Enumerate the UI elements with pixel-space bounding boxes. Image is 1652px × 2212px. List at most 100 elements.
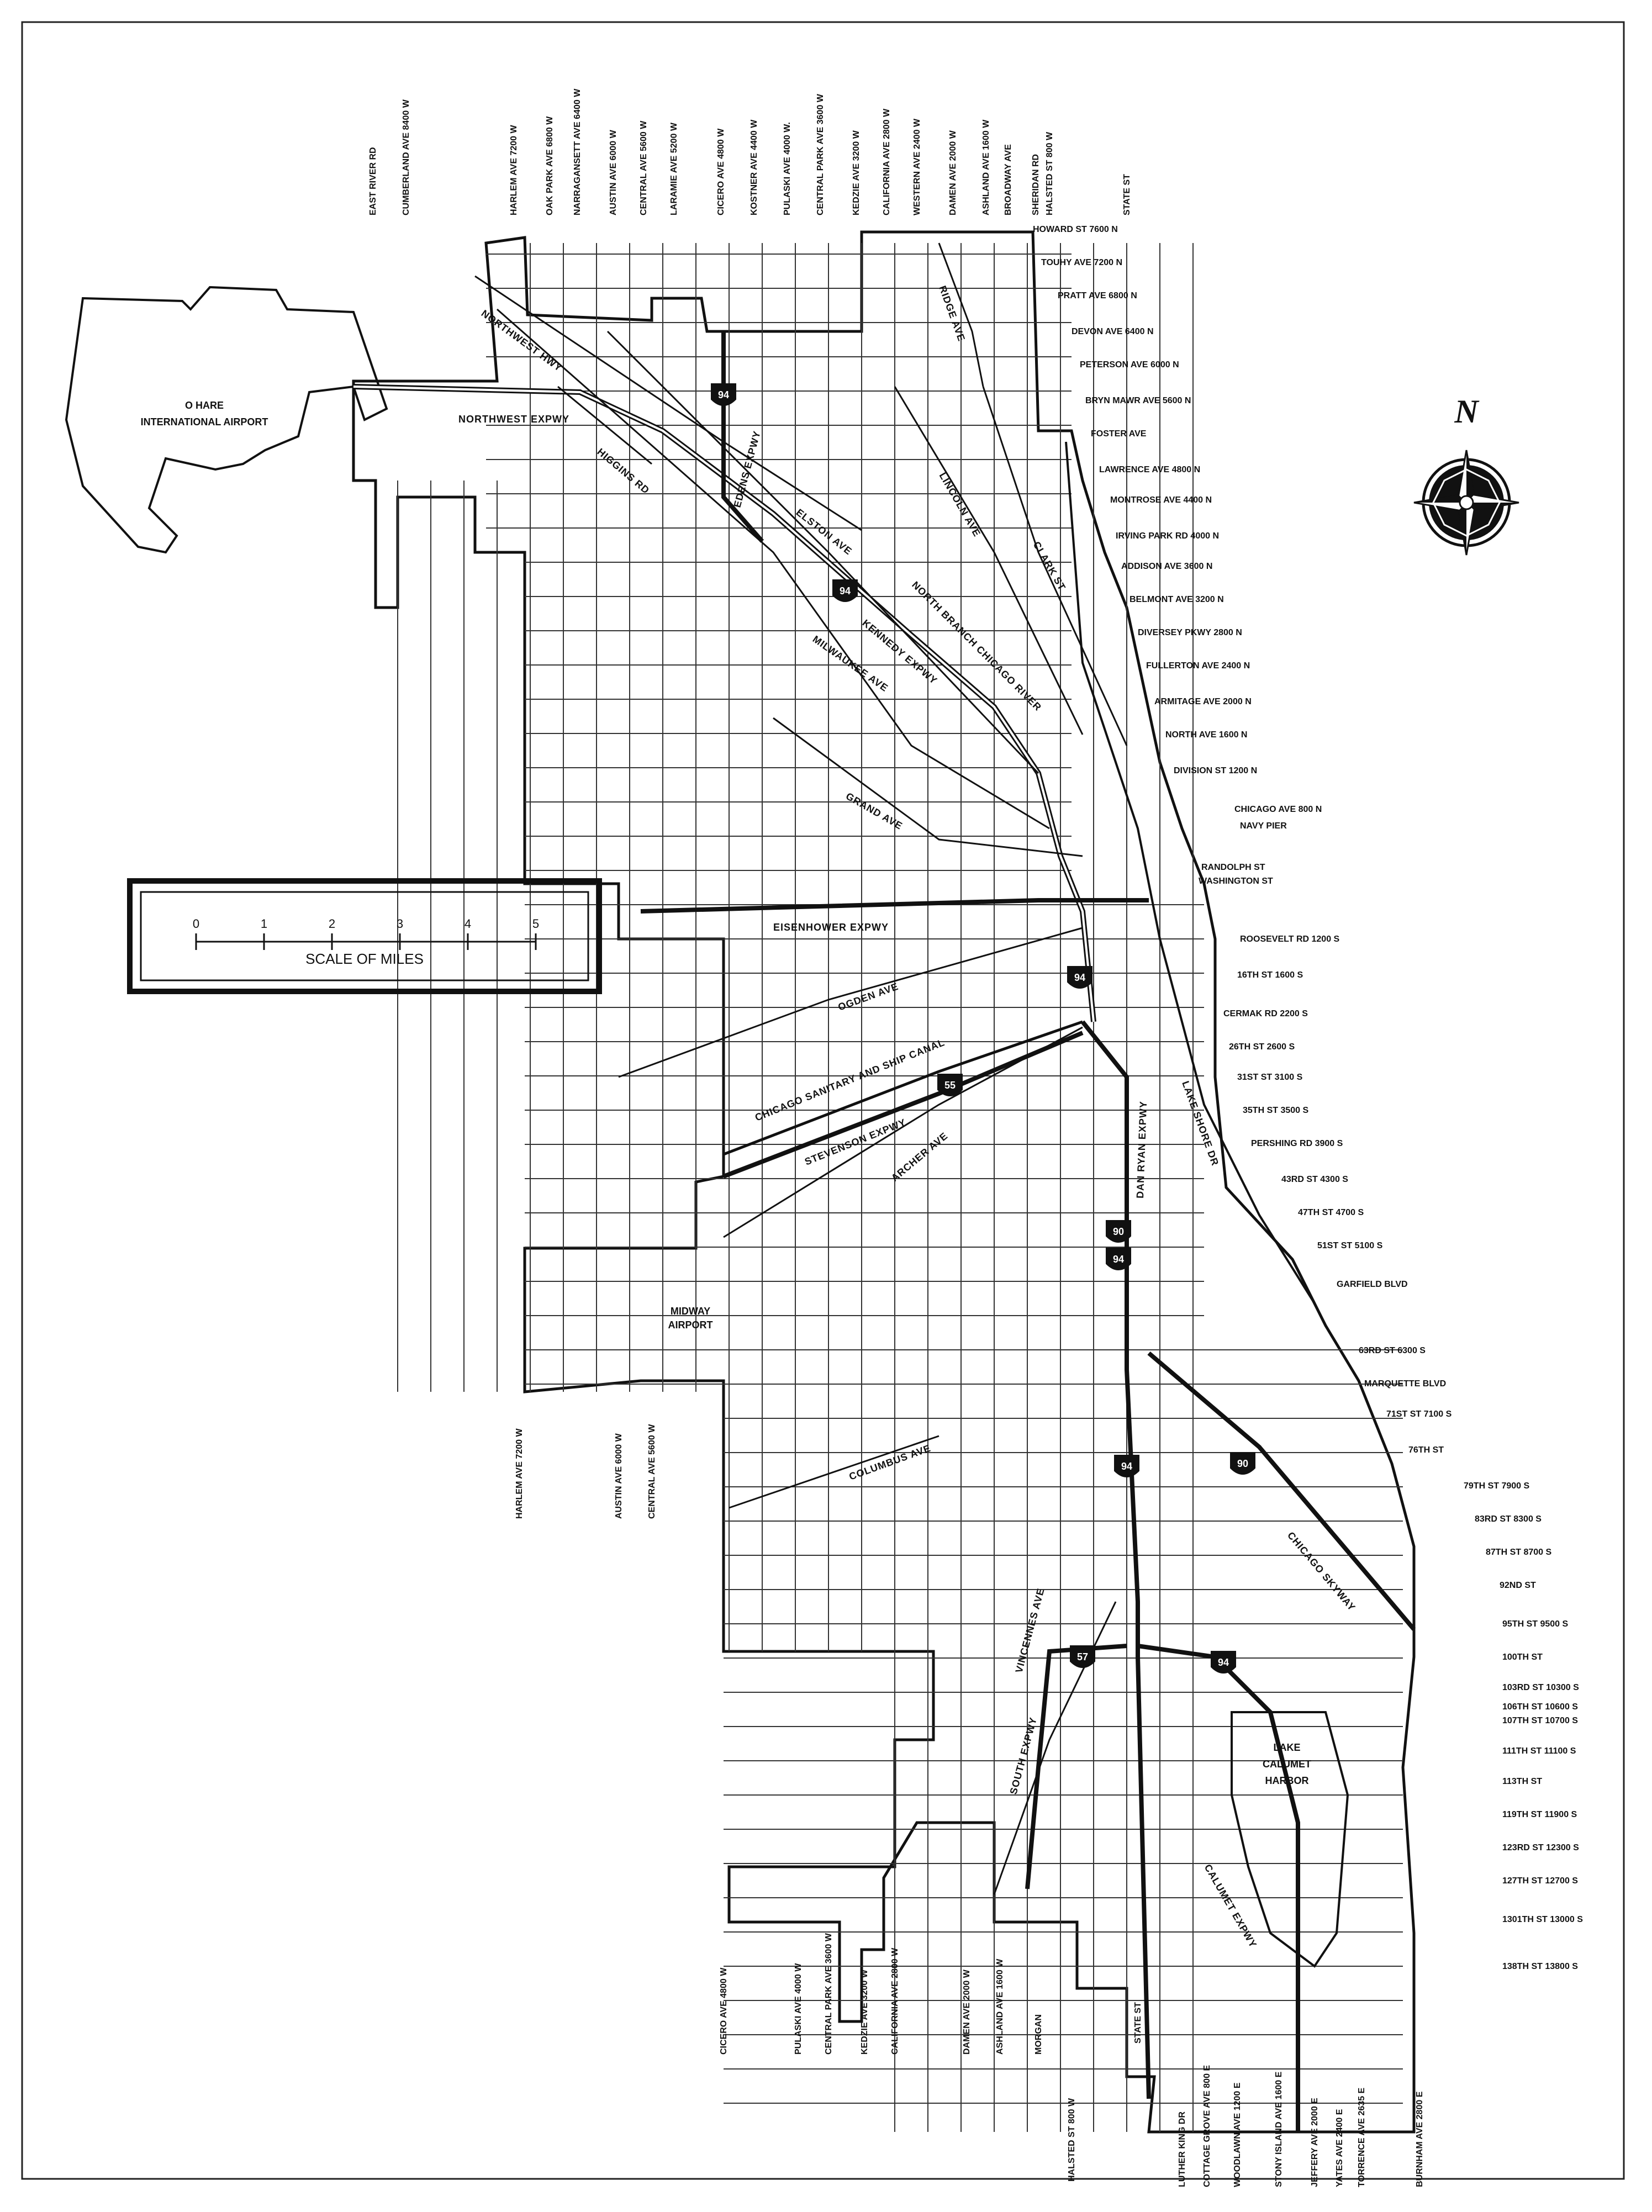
highways [353,242,1416,2132]
vincennes-ave-label: VINCENNES AVE [1014,1587,1047,1674]
south-street-label: 113TH ST [1502,1777,1542,1786]
clark-st-label: CLARK ST [1031,540,1068,593]
eisenhower-expwy-label: EISENHOWER EXPWY [773,922,889,933]
archer-ave-line [723,1026,1083,1238]
south-street-label: GARFIELD BLVD [1337,1280,1408,1289]
north-street-label: MONTROSE AVE 4400 N [1110,495,1212,505]
clark-st-line [982,386,1128,746]
higgins-rd-line [557,386,652,465]
northwest-hwy-line [474,275,862,531]
south-street-label: 87TH ST 8700 S [1486,1548,1552,1557]
top-avenue-labels: EAST RIVER RD CUMBERLAND AVE 8400 W HARLEM… [368,88,1132,215]
bottom-avenue-label: STONY ISLAND AVE 1600 E [1274,2071,1284,2187]
north-street-label: LAWRENCE AVE 4800 N [1099,465,1200,474]
scale-tick-label: 5 [532,917,539,931]
scale-tick-label: 4 [465,917,471,931]
top-avenue-label: CUMBERLAND AVE 8400 W [402,99,411,215]
bottom-avenue-label: BURNHAM AVE 2800 E [1415,2091,1424,2187]
calumet-label-2: CALUMET [1263,1759,1311,1770]
interstate-shield-i55: 55 [937,1074,963,1096]
bottom-avenue-label: HALSTED ST 800 W [1067,2098,1076,2182]
bottom-avenue-label: ASHLAND AVE 1600 W [995,1958,1005,2055]
bottom-avenue-label: PULASKI AVE 4000 W [794,1963,803,2055]
shield-number: 90 [1113,1226,1124,1237]
north-street-label: CHICAGO AVE 800 N [1234,805,1322,814]
milwaukee-ave-line [497,308,1050,830]
scale-tick-label: 1 [261,917,267,931]
top-avenue-label: PULASKI AVE 4000 W. [783,122,792,215]
grand-ave-line [773,717,1083,857]
top-avenue-label: HARLEM AVE 7200 W [509,125,519,215]
interstate-shield-i94_calumet: 94 [1211,1651,1236,1673]
south-street-label: 76TH ST [1408,1445,1444,1455]
south-street-label: 111TH ST 11100 S [1502,1746,1576,1756]
bottom-avenue-label: WOODLAWN AVE 1200 E [1233,2082,1242,2187]
south-street-label: 1301TH ST 13000 S [1502,1915,1583,1924]
north-street-label: PETERSON AVE 6000 N [1080,360,1179,369]
elston-ave-line [606,330,1039,774]
top-avenue-label: DAMEN AVE 2000 W [948,130,958,215]
shield-number: 94 [1074,972,1085,983]
elston-ave-label: ELSTON AVE [794,506,854,557]
south-street-label: 26TH ST 2600 S [1229,1042,1295,1052]
top-avenue-label: WESTERN AVE 2400 W [912,118,922,215]
north-street-label: DIVERSEY PKWY 2800 N [1138,628,1242,637]
lake-shore-dr-line [1065,441,1316,1305]
ohare-label-1: O HARE [185,400,224,411]
interstate-shield-i90_skyway: 90 [1230,1452,1255,1475]
interstate-shield-i94_ryan: 94 [1106,1248,1131,1270]
dan-ryan-label: DAN RYAN EXPWY [1134,1101,1149,1199]
south-street-label: 123RD ST 12300 S [1502,1843,1579,1852]
south-street-label: 35TH ST 3500 S [1243,1106,1309,1115]
bottom-avenue-label: MORGAN [1034,2014,1043,2055]
south-street-label: CERMAK RD 2200 S [1223,1009,1308,1018]
ohare-label-2: INTERNATIONAL AIRPORT [141,416,268,427]
north-street-label: DEVON AVE 6400 N [1072,327,1154,336]
north-street-label: FOSTER AVE [1091,429,1147,439]
sanitary-canal-line [723,1020,1083,1156]
bottom-avenue-label: CICERO AVE 4800 W [719,1967,729,2055]
interstate-shield-i94_downtown: 94 [1067,966,1092,989]
ohare-airport-outline [65,286,388,554]
southwest-avenue-label: CENTRAL AVE 5600 W [647,1424,657,1519]
top-avenue-label: OAK PARK AVE 6800 W [545,116,555,215]
page-border [21,21,1625,2180]
bottom-avenue-label: TORRENCE AVE 2635 E [1357,2087,1366,2187]
south-street-label: 79TH ST 7900 S [1464,1481,1530,1491]
bottom-avenue-label: YATES AVE 2400 E [1335,2109,1344,2187]
south-street-label: 92ND ST [1500,1581,1536,1590]
south-street-label: ROOSEVELT RD 1200 S [1240,935,1340,944]
skyway-line [1147,1351,1416,1631]
south-street-label: 16TH ST 1600 S [1237,970,1303,980]
south-street-label: 63RD ST 6300 S [1359,1346,1426,1355]
north-street-label: FULLERTON AVE 2400 N [1146,661,1250,671]
top-avenue-label: CENTRAL PARK AVE 3600 W [816,93,825,215]
compass-north-letter: N [1454,393,1480,430]
bottom-avenue-label: CALIFORNIA AVE 2800 W [890,1947,900,2055]
lincoln-ave-line [894,386,1084,735]
lake-calumet-outline [1231,1711,1349,1968]
scale-tick-label: 0 [193,917,199,931]
south-street-label: 47TH ST 4700 S [1298,1208,1364,1217]
scale-caption: SCALE OF MILES [305,951,424,967]
southwest-avenue-label: HARLEM AVE 7200 W [515,1428,524,1519]
south-street-label: 106TH ST 10600 S [1502,1702,1578,1712]
top-avenue-label: EAST RIVER RD [368,147,378,215]
scale-tick-label: 3 [397,917,403,931]
top-avenue-label: NARRAGANSETT AVE 6400 W [573,88,582,215]
top-avenue-label: AUSTIN AVE 6000 W [609,129,618,215]
bottom-avenue-label: DAMEN AVE 2000 W [962,1969,972,2055]
vincennes-ave-line [993,1601,1117,1895]
north-street-label: WASHINGTON ST [1199,877,1273,886]
chicago-skyway-label: CHICAGO SKYWAY [1285,1530,1358,1613]
south-street-label: 119TH ST 11900 S [1502,1810,1577,1819]
top-avenue-label: CICERO AVE 4800 W [716,128,726,215]
northwest-expwy-inner [353,386,1095,1022]
south-street-label: 51ST ST 5100 S [1317,1241,1383,1250]
